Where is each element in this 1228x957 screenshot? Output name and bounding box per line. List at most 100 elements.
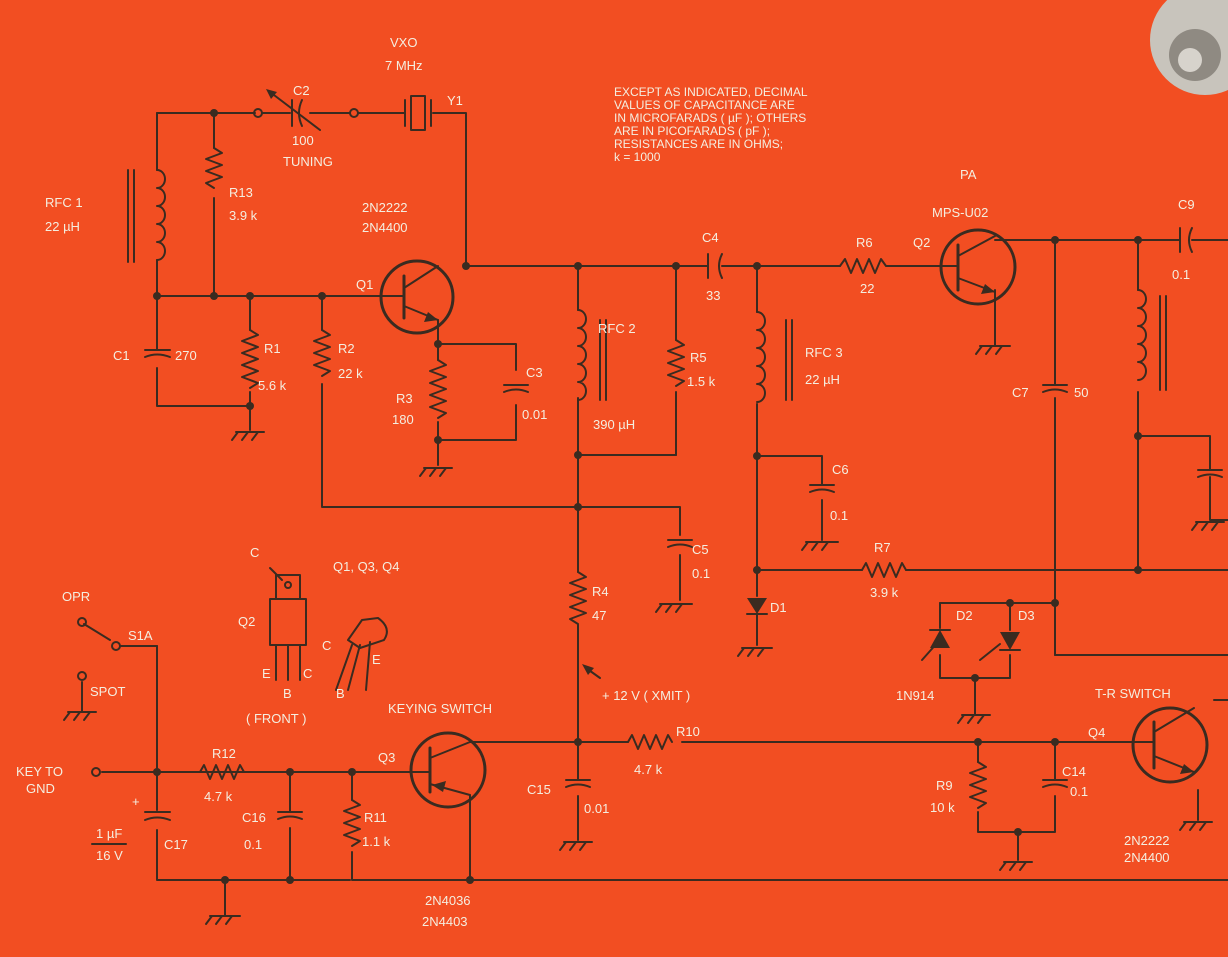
note-line-3: IN MICROFARADS ( µF ); OTHERS <box>614 111 806 125</box>
pinout-to92-c: C <box>322 638 331 653</box>
r6-value: 22 <box>860 281 874 296</box>
c4-capacitor <box>707 253 723 279</box>
r2-resistor <box>313 329 331 377</box>
pinout-c: C <box>303 666 312 681</box>
c2-function: TUNING <box>283 154 333 169</box>
r7-ref: R7 <box>874 540 891 555</box>
c5-value: 0.1 <box>692 566 710 581</box>
r6-resistor <box>839 258 901 274</box>
q1-transistor <box>379 259 455 335</box>
r11-resistor <box>343 799 361 847</box>
pinout-e: E <box>262 666 271 681</box>
r12-value: 4.7 k <box>204 789 233 804</box>
q1-type1: 2N2222 <box>362 200 408 215</box>
s1a-ref: S1A <box>128 628 153 643</box>
c3-value: 0.01 <box>522 407 547 422</box>
diodes-type: 1N914 <box>896 688 934 703</box>
c2-variable-capacitor <box>253 89 321 131</box>
note-line-5: RESISTANCES ARE IN OHMS; <box>614 137 783 151</box>
r5-value: 1.5 k <box>687 374 716 389</box>
c7-ref: C7 <box>1012 385 1029 400</box>
pinout-q2-label: Q2 <box>238 614 255 629</box>
c17-capacitor <box>144 811 171 821</box>
pa-label: PA <box>960 167 977 182</box>
r13-ref: R13 <box>229 185 253 200</box>
r10-ref: R10 <box>676 724 700 739</box>
c14-value: 0.1 <box>1070 784 1088 799</box>
r3-ref: R3 <box>396 391 413 406</box>
y1-ref: Y1 <box>447 93 463 108</box>
r13-value: 3.9 k <box>229 208 258 223</box>
note-line-4: ARE IN PICOFARADS ( pF ); <box>614 124 770 138</box>
to92-pinout <box>335 617 388 691</box>
c1-value: 270 <box>175 348 197 363</box>
r12-ref: R12 <box>212 746 236 761</box>
c7-value: 50 <box>1074 385 1088 400</box>
pinout-to92-e: E <box>372 652 381 667</box>
s1a-switch <box>77 617 121 681</box>
pa-type: MPS-U02 <box>932 205 988 220</box>
keying-switch-label: KEYING SWITCH <box>388 701 492 716</box>
r9-ref: R9 <box>936 778 953 793</box>
r11-value: 1.1 k <box>362 834 391 849</box>
q2-pa-transistor <box>935 228 1017 306</box>
pinout-c-top: C <box>250 545 259 560</box>
wiring <box>81 112 1228 916</box>
rfc2-value: 390 µH <box>593 417 635 432</box>
c1-ref: C1 <box>113 348 130 363</box>
c4-value: 33 <box>706 288 720 303</box>
q1-ref: Q1 <box>356 277 373 292</box>
q3-type2: 2N4403 <box>422 914 468 929</box>
c9-capacitor <box>1179 227 1193 253</box>
r3-resistor <box>429 359 447 419</box>
r9-value: 10 k <box>930 800 955 815</box>
key-line-1: KEY TO <box>16 764 63 779</box>
c3-capacitor <box>503 384 529 393</box>
d1-diode <box>746 598 768 615</box>
c7-capacitor <box>1042 384 1068 393</box>
note-line-2: VALUES OF CAPACITANCE ARE <box>614 98 795 112</box>
c14-capacitor <box>1042 779 1068 788</box>
c2-value: 100 <box>292 133 314 148</box>
c5-capacitor <box>667 539 693 548</box>
q4-transistor <box>1131 706 1209 784</box>
d3-diode <box>979 632 1021 661</box>
r4-ref: R4 <box>592 584 609 599</box>
r7-value: 3.9 k <box>870 585 899 600</box>
s1a-spot: SPOT <box>90 684 125 699</box>
xmit-supply: + 12 V ( XMIT ) <box>602 688 690 703</box>
junction-dots <box>153 109 1142 884</box>
r7-resistor <box>861 562 907 578</box>
c6-value: 0.1 <box>830 508 848 523</box>
c17-value-bottom: 16 V <box>96 848 123 863</box>
r1-value: 5.6 k <box>258 378 287 393</box>
r1-ref: R1 <box>264 341 281 356</box>
c17-value-top: 1 µF <box>96 826 122 841</box>
r4-resistor <box>569 571 587 625</box>
c15-value: 0.01 <box>584 801 609 816</box>
c1-capacitor <box>144 349 171 358</box>
r9-resistor <box>969 761 987 809</box>
key-terminal <box>91 767 101 777</box>
r2-ref: R2 <box>338 341 355 356</box>
key-line-2: GND <box>26 781 55 796</box>
d1-ref: D1 <box>770 600 787 615</box>
vxo-title: VXO <box>390 35 417 50</box>
knob-photo <box>1150 0 1228 95</box>
r5-ref: R5 <box>690 350 707 365</box>
note-line-1: EXCEPT AS INDICATED, DECIMAL <box>614 85 808 99</box>
r3-value: 180 <box>392 412 414 427</box>
rfc3-ref: RFC 3 <box>805 345 843 360</box>
c2-ref: C2 <box>293 83 310 98</box>
rfc2-ref: RFC 2 <box>598 321 636 336</box>
c15-ref: C15 <box>527 782 551 797</box>
q3-type1: 2N4036 <box>425 893 471 908</box>
c16-ref: C16 <box>242 810 266 825</box>
pinout-front: ( FRONT ) <box>246 711 306 726</box>
q1-type2: 2N4400 <box>362 220 408 235</box>
vxo-frequency: 7 MHz <box>385 58 423 73</box>
r11-ref: R11 <box>364 810 387 825</box>
r10-resistor <box>627 734 673 750</box>
